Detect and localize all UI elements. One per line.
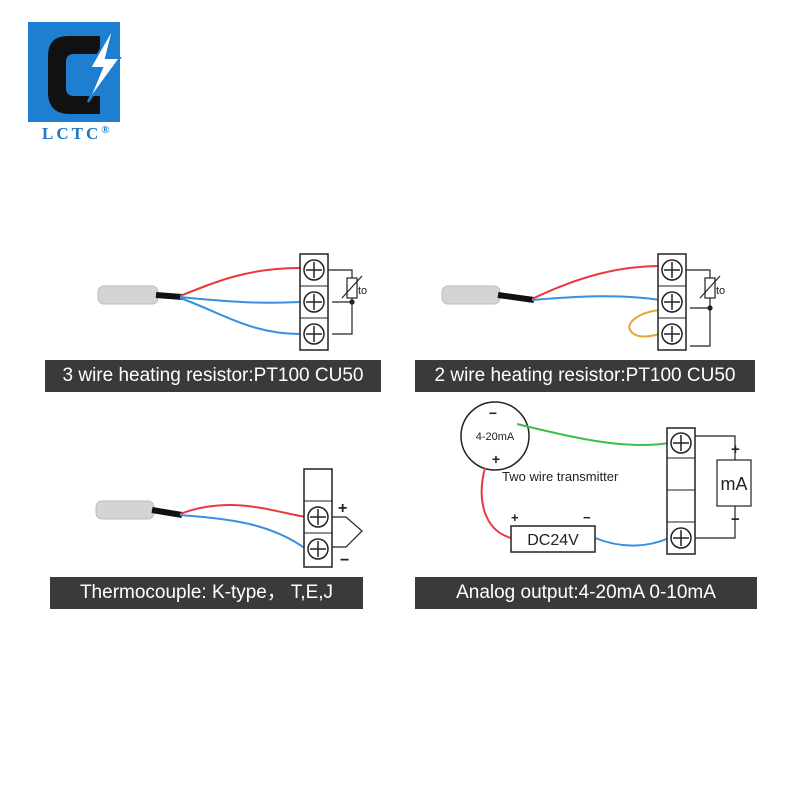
supply-plus: + <box>511 510 519 525</box>
thermocouple-diagram: + − <box>95 468 363 569</box>
three-wire-diagram: to <box>97 253 367 351</box>
sensor-cable <box>155 292 183 300</box>
blue-wire-2 <box>179 297 301 335</box>
blue-wire <box>531 295 661 301</box>
transmitter-minus: − <box>489 405 497 421</box>
red-wire <box>179 504 307 518</box>
sensor-probe <box>97 285 159 305</box>
transmitter-label: Two wire transmitter <box>502 469 619 484</box>
dc-supply-box <box>510 525 596 553</box>
analog-output-caption: Analog output:4-20mA 0-10mA <box>415 577 757 609</box>
orange-jumper-wire <box>628 309 661 338</box>
transmitter-plus: + <box>492 451 500 467</box>
two-wire-caption: 2 wire heating resistor:PT100 CU50 <box>415 360 755 392</box>
rtd-resistor-symbol <box>328 269 363 335</box>
thermocouple-caption: Thermocouple: K-type， T,E,J <box>50 577 363 609</box>
logo-c-shape <box>48 36 100 114</box>
terminal-block <box>666 427 696 555</box>
analog-output-diagram: 4-20mA − + Two wire transmitter DC24V + … <box>460 401 752 555</box>
transmitter-circle <box>460 401 530 471</box>
supply-minus: − <box>583 510 591 525</box>
lightning-bolt-icon <box>87 25 122 103</box>
meter-plus: + <box>731 441 740 458</box>
two-wire-diagram: to <box>441 253 725 351</box>
meter-label: mA <box>721 474 748 494</box>
sensor-cable <box>497 292 535 303</box>
tc-minus-sign: − <box>340 552 349 569</box>
terminal-block <box>299 253 329 351</box>
sensor-probe <box>441 285 501 305</box>
red-wire <box>480 467 512 539</box>
sensor-probe <box>95 500 155 520</box>
red-wire <box>531 265 661 300</box>
three-wire-caption: 3 wire heating resistor:PT100 CU50 <box>45 360 381 392</box>
rtd-resistor-symbol <box>686 269 721 347</box>
red-wire <box>179 267 301 297</box>
sensor-cable <box>151 507 183 518</box>
blue-wire <box>179 514 307 550</box>
meter-minus: − <box>731 511 740 528</box>
terminal-block <box>657 253 687 351</box>
rtd-label: to <box>716 285 725 297</box>
terminal-block <box>303 468 333 568</box>
dc-supply-label: DC24V <box>527 532 579 549</box>
transmitter-value: 4-20mA <box>476 431 515 443</box>
thermocouple-symbol <box>332 516 363 548</box>
registered-mark: ® <box>101 124 110 136</box>
rtd-label: to <box>358 285 367 297</box>
blue-wire-1 <box>179 296 301 304</box>
logo-brand: LCTC <box>42 124 102 143</box>
ma-meter-symbol <box>695 435 752 539</box>
tc-plus-sign: + <box>338 500 347 517</box>
lctc-logo <box>28 22 122 122</box>
logo-text: LCTC® <box>42 124 109 144</box>
blue-wire <box>594 537 670 547</box>
green-wire <box>516 423 670 447</box>
